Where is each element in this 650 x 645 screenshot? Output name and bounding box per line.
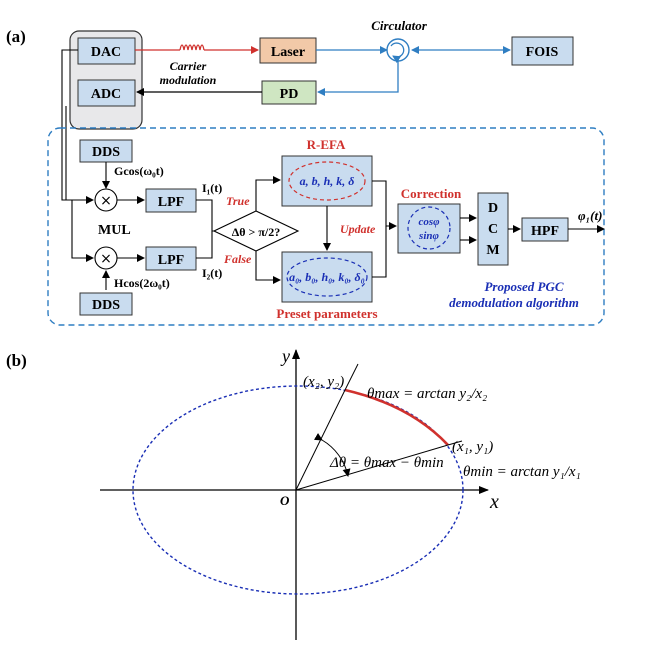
pd-label: PD xyxy=(280,87,299,102)
circulator-to-pd xyxy=(317,61,399,96)
origin-label: O xyxy=(280,493,290,508)
mul-label: MUL xyxy=(98,223,131,238)
x-axis-label: x xyxy=(489,491,499,513)
dds-top-label: DDS xyxy=(92,145,120,160)
ray-p1-extension xyxy=(447,440,463,446)
cos-phi-label: cosφ xyxy=(418,216,440,228)
carrier-label-1: Carrier xyxy=(170,59,207,73)
fois-box xyxy=(511,36,574,66)
multiplier-bottom-symbol: × xyxy=(100,251,112,267)
preset-box xyxy=(281,251,373,303)
decision-diamond xyxy=(212,210,300,252)
laser-box xyxy=(259,37,317,64)
true-label: True xyxy=(226,194,250,208)
preset-ellipse xyxy=(286,257,368,297)
dds-bottom-box xyxy=(79,292,133,316)
dac-box xyxy=(77,37,136,65)
delta-theta-equation: Δθ = θmax − θmin xyxy=(329,455,444,471)
p1-label: (x₁, y₁) xyxy=(452,439,493,455)
refa-box xyxy=(281,155,373,207)
preset-title: Preset parameters xyxy=(276,306,377,321)
correction-title: Correction xyxy=(401,186,462,201)
lpf-bottom-label: LPF xyxy=(158,253,184,268)
split-to-bottom-mult xyxy=(66,199,94,262)
decision-label: Δθ > π/2? xyxy=(232,225,281,239)
preset-params: a₀, b₀, h₀, k₀, δ₀ xyxy=(289,270,365,284)
circulator-label: Circulator xyxy=(371,18,428,33)
refa-to-correction xyxy=(372,180,397,230)
algorithm-caption-1: Proposed PGC xyxy=(484,279,563,294)
ray-to-p1 xyxy=(295,444,449,491)
dds-bottom-label: DDS xyxy=(92,298,120,313)
laser-label: Laser xyxy=(271,45,305,60)
dcm-box xyxy=(477,192,509,266)
y-axis-label: y xyxy=(280,346,290,366)
theta-max-equation: θmax = arctan y₂/x₂ xyxy=(367,386,487,402)
correction-box xyxy=(397,203,461,254)
ellipse xyxy=(132,385,464,595)
dac-label: DAC xyxy=(91,45,121,60)
hpf-label: HPF xyxy=(531,224,559,239)
update-label: Update xyxy=(340,222,376,236)
panel-a-label: (a) xyxy=(6,27,26,46)
correction-circle xyxy=(407,206,451,250)
lpf-top-label: LPF xyxy=(158,195,184,210)
refa-ellipse xyxy=(288,161,366,201)
false-label: False xyxy=(223,252,252,266)
lpf-top-to-decision xyxy=(196,199,220,232)
hcos-label: Hcos(2ω₀t) xyxy=(114,276,170,290)
fois-label: FOIS xyxy=(526,45,559,60)
carrier-label-2: modulation xyxy=(160,73,217,87)
true-branch xyxy=(255,176,281,211)
algorithm-caption-2: demodulation algorithm xyxy=(449,295,579,310)
theta-min-equation: θmin = arctan y₁/x₁ xyxy=(463,464,581,480)
carrier-coil xyxy=(179,44,205,51)
dcm-m: M xyxy=(486,243,499,258)
ray-p2-extension xyxy=(344,363,359,391)
i2-label: I₂(t) xyxy=(202,266,222,280)
gcos-label: Gcos(ω₀t) xyxy=(114,164,164,178)
ray-to-p2 xyxy=(295,389,346,491)
lpf-bottom-to-decision xyxy=(196,231,213,259)
dcm-c: C xyxy=(488,222,498,237)
sin-phi-label: sinφ xyxy=(418,230,439,242)
multiplier-top-symbol: × xyxy=(100,193,112,209)
algorithm-boundary xyxy=(47,127,605,326)
p2-label: (x₂, y₂) xyxy=(303,374,344,390)
red-arc xyxy=(344,388,449,446)
output-label: φ₁(t) xyxy=(578,208,602,223)
delta-theta-arc xyxy=(313,433,351,477)
refa-title: R-EFA xyxy=(307,137,346,152)
dcm-d: D xyxy=(488,201,498,216)
preset-to-correction xyxy=(372,226,387,278)
circulator-icon xyxy=(386,38,410,62)
circulator-arrow xyxy=(390,42,405,64)
panel-b-label: (b) xyxy=(6,351,27,370)
refa-params: a, b, h, k, δ xyxy=(300,174,355,188)
i1-label: I₁(t) xyxy=(202,181,222,195)
adc-box xyxy=(77,79,136,107)
adc-label: ADC xyxy=(91,87,121,102)
false-branch xyxy=(255,251,281,284)
